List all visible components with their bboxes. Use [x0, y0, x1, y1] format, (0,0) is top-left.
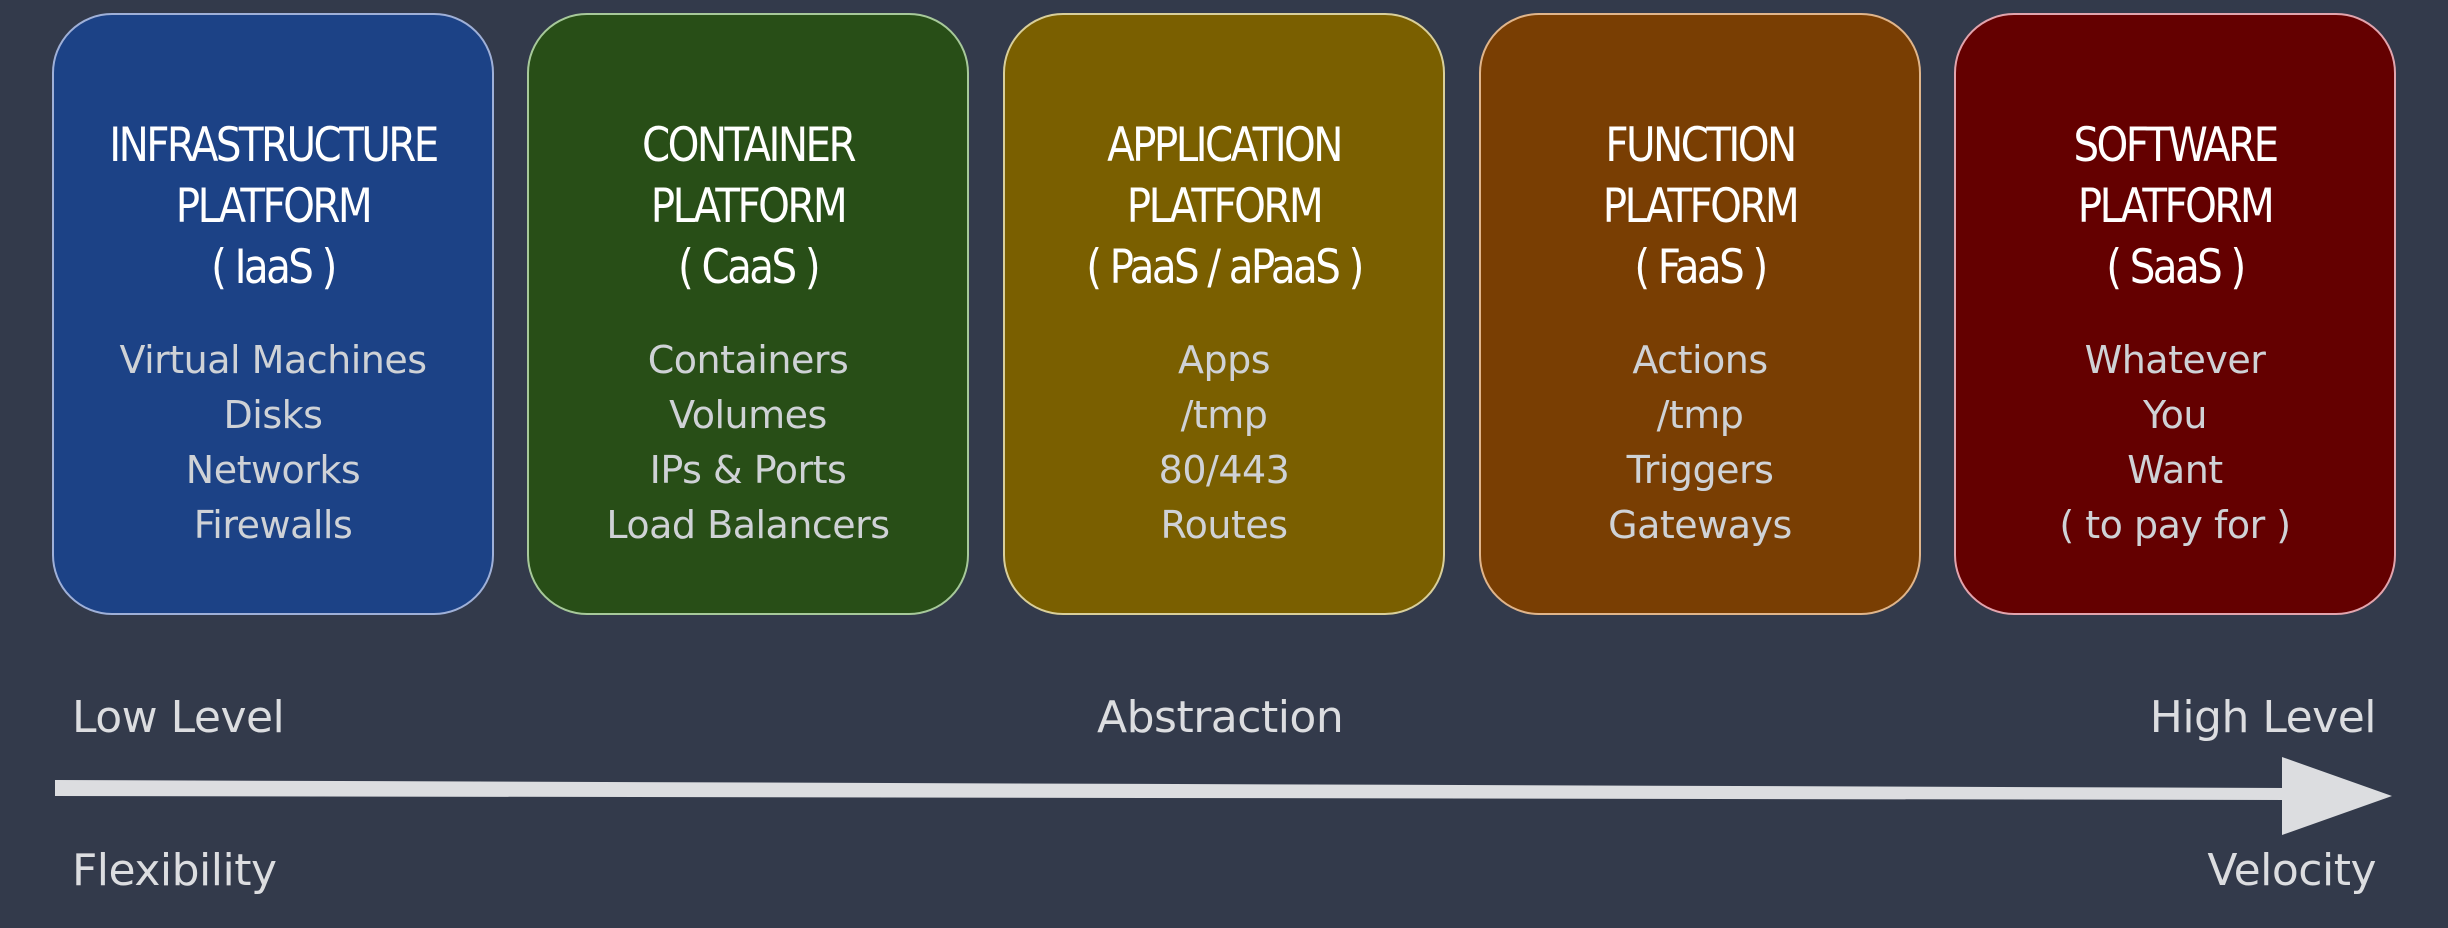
axis-label-abstraction: Abstraction [1097, 692, 1344, 743]
axis-label-high-level: High Level [2149, 692, 2377, 743]
list-item: Firewalls [193, 503, 353, 547]
card-iaas: INFRASTRUCTURE PLATFORM ( IaaS ) Virtual… [52, 13, 494, 615]
arrow-shaft [55, 780, 2290, 800]
list-item: You [2143, 393, 2208, 437]
card-caas-title-line: PLATFORM [650, 179, 848, 234]
axis-label-low-level: Low Level [72, 692, 285, 743]
card-iaas-title-line: PLATFORM [175, 179, 373, 234]
card-iaas-title: INFRASTRUCTURE PLATFORM ( IaaS ) [85, 115, 462, 298]
card-iaas-title-line: INFRASTRUCTURE [109, 118, 439, 173]
card-saas-title-line: PLATFORM [2077, 179, 2275, 234]
list-item: Gateways [1608, 503, 1792, 547]
axis-label-flexibility: Flexibility [72, 845, 277, 896]
card-faas-items: Actions /tmp Triggers Gateways [1481, 333, 1919, 553]
card-faas-title-line: ( FaaS ) [1634, 240, 1768, 295]
card-caas-title-line: CONTAINER [641, 118, 857, 173]
card-caas-title-line: ( CaaS ) [677, 240, 821, 295]
card-paas-items: Apps /tmp 80/443 Routes [1005, 333, 1443, 553]
card-saas-title-line: ( SaaS ) [2106, 240, 2246, 295]
list-item: /tmp [1180, 393, 1268, 437]
card-paas-title-line: APPLICATION [1107, 118, 1343, 173]
card-caas: CONTAINER PLATFORM ( CaaS ) Containers V… [527, 13, 969, 615]
list-item: IPs & Ports [649, 448, 847, 492]
card-faas-title-line: PLATFORM [1602, 179, 1800, 234]
card-caas-title: CONTAINER PLATFORM ( CaaS ) [560, 115, 937, 298]
list-item: Actions [1632, 338, 1768, 382]
list-item: Apps [1177, 338, 1271, 382]
card-saas-title: SOFTWARE PLATFORM ( SaaS ) [1987, 115, 2364, 298]
list-item: /tmp [1656, 393, 1744, 437]
list-item: Routes [1160, 503, 1288, 547]
card-iaas-title-line: ( IaaS ) [211, 240, 337, 295]
card-paas-title-line: PLATFORM [1126, 179, 1324, 234]
card-caas-items: Containers Volumes IPs & Ports Load Bala… [529, 333, 967, 553]
list-item: Whatever [2084, 338, 2266, 382]
card-saas-title-line: SOFTWARE [2073, 118, 2279, 173]
list-item: Load Balancers [606, 503, 890, 547]
card-saas-items: Whatever You Want ( to pay for ) [1956, 333, 2394, 553]
list-item: Virtual Machines [119, 338, 427, 382]
card-saas: SOFTWARE PLATFORM ( SaaS ) Whatever You … [1954, 13, 2396, 615]
card-faas-title-line: FUNCTION [1605, 118, 1797, 173]
list-item: 80/443 [1158, 448, 1290, 492]
list-item: Triggers [1626, 448, 1774, 492]
axis-label-velocity: Velocity [2207, 845, 2376, 896]
card-paas-title: APPLICATION PLATFORM ( PaaS / aPaaS ) [1036, 115, 1413, 298]
list-item: Networks [185, 448, 361, 492]
list-item: Disks [223, 393, 323, 437]
card-faas-title: FUNCTION PLATFORM ( FaaS ) [1512, 115, 1889, 298]
card-paas-title-line: ( PaaS / aPaaS ) [1086, 240, 1364, 295]
card-paas: APPLICATION PLATFORM ( PaaS / aPaaS ) Ap… [1003, 13, 1445, 615]
list-item: Containers [647, 338, 849, 382]
card-faas: FUNCTION PLATFORM ( FaaS ) Actions /tmp … [1479, 13, 1921, 615]
card-iaas-items: Virtual Machines Disks Networks Firewall… [54, 333, 492, 553]
list-item: Volumes [669, 393, 827, 437]
arrow-head [2282, 757, 2392, 835]
list-item: ( to pay for ) [2059, 503, 2291, 547]
list-item: Want [2127, 448, 2223, 492]
